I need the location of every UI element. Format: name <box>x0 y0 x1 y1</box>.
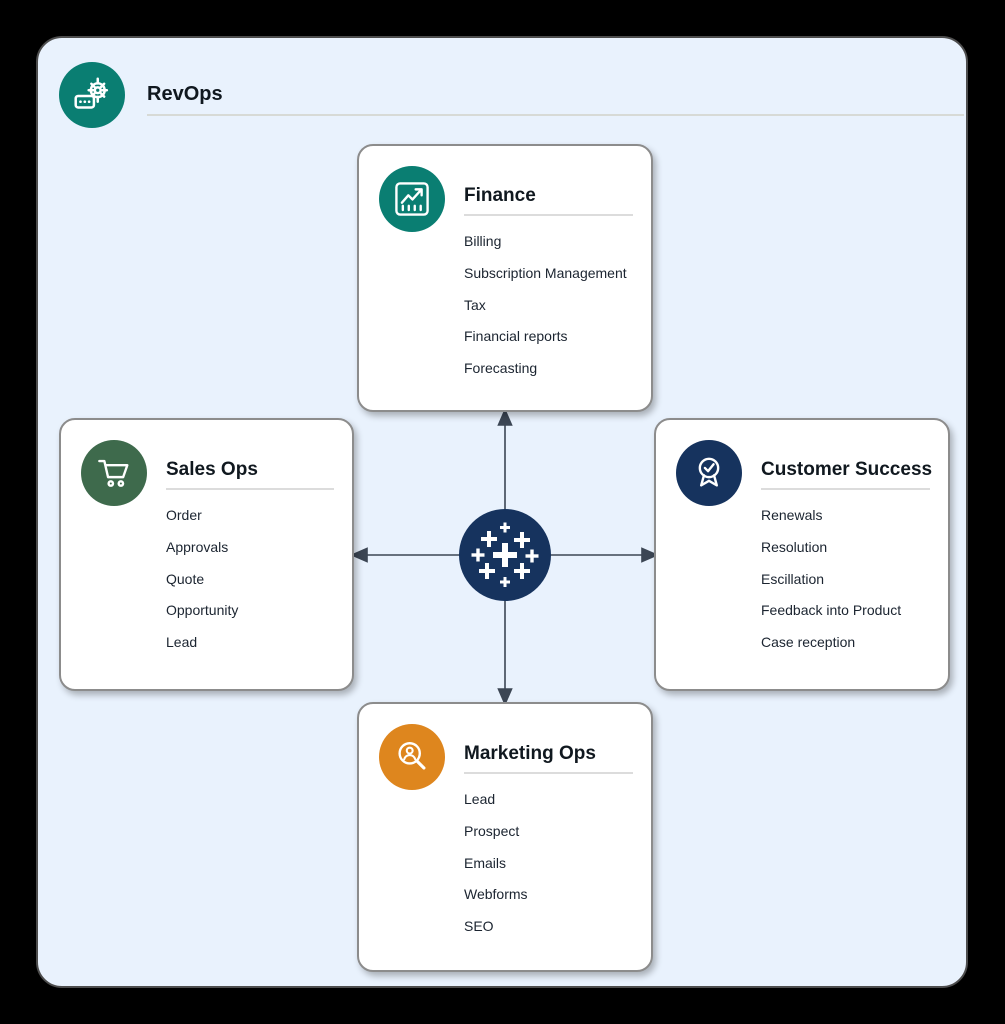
card-customer-success[interactable]: Customer Success Renewals Resolution Esc… <box>654 418 950 691</box>
plus-cluster-icon <box>471 522 539 587</box>
customer-success-badge <box>676 440 742 506</box>
sales-ops-badge <box>81 440 147 506</box>
list-item: Tax <box>464 296 486 313</box>
card-finance[interactable]: Finance Billing Subscription Management … <box>357 144 653 412</box>
card-divider <box>166 488 334 490</box>
card-title-sales-ops: Sales Ops <box>166 459 258 480</box>
marketing-ops-items: Lead Prospect Emails Webforms SEO <box>464 784 528 943</box>
card-sales-ops[interactable]: Sales Ops Order Approvals Quote Opportun… <box>59 418 354 691</box>
list-item: SEO <box>464 918 494 935</box>
finance-badge <box>379 166 445 232</box>
list-item: Resolution <box>761 538 828 555</box>
shopping-cart-icon <box>98 459 129 487</box>
list-item: Case reception <box>761 634 856 651</box>
sales-ops-items: Order Approvals Quote Opportunity Lead <box>166 500 238 659</box>
hub-node[interactable] <box>459 509 551 601</box>
list-item: Prospect <box>464 822 520 839</box>
card-title-finance: Finance <box>464 185 536 206</box>
search-person-icon <box>398 742 426 770</box>
card-title-marketing-ops: Marketing Ops <box>464 743 596 764</box>
gear-console-icon <box>74 77 109 109</box>
list-item: Billing <box>464 233 502 249</box>
card-title-customer-success: Customer Success <box>761 459 933 480</box>
list-item: Renewals <box>761 507 823 523</box>
list-item: Lead <box>464 791 496 807</box>
customer-success-items: Renewals Resolution Escillation Feedback… <box>761 500 901 659</box>
card-divider <box>464 772 633 774</box>
list-item: Webforms <box>464 886 528 903</box>
list-item: Quote <box>166 570 205 587</box>
list-item: Order <box>166 507 202 523</box>
list-item: Subscription Management <box>464 264 627 281</box>
card-marketing-ops[interactable]: Marketing Ops Lead Prospect Emails Webfo… <box>357 702 653 972</box>
marketing-ops-badge <box>379 724 445 790</box>
award-ribbon-icon <box>698 457 720 487</box>
header-divider <box>147 114 964 116</box>
finance-items: Billing Subscription Management Tax Fina… <box>464 226 627 385</box>
list-item: Opportunity <box>166 602 239 619</box>
revops-panel: RevOps <box>36 36 968 988</box>
list-item: Lead <box>166 634 198 651</box>
revops-gear-icon <box>59 62 125 128</box>
list-item: Emails <box>464 854 507 871</box>
card-divider <box>761 488 930 490</box>
card-divider <box>464 214 633 216</box>
trend-chart-icon <box>395 182 429 216</box>
list-item: Feedback into Product <box>761 602 902 619</box>
page-title: RevOps <box>147 83 223 105</box>
list-item: Forecasting <box>464 360 538 377</box>
list-item: Approvals <box>166 538 229 555</box>
list-item: Escillation <box>761 570 825 587</box>
list-item: Financial reports <box>464 328 568 345</box>
